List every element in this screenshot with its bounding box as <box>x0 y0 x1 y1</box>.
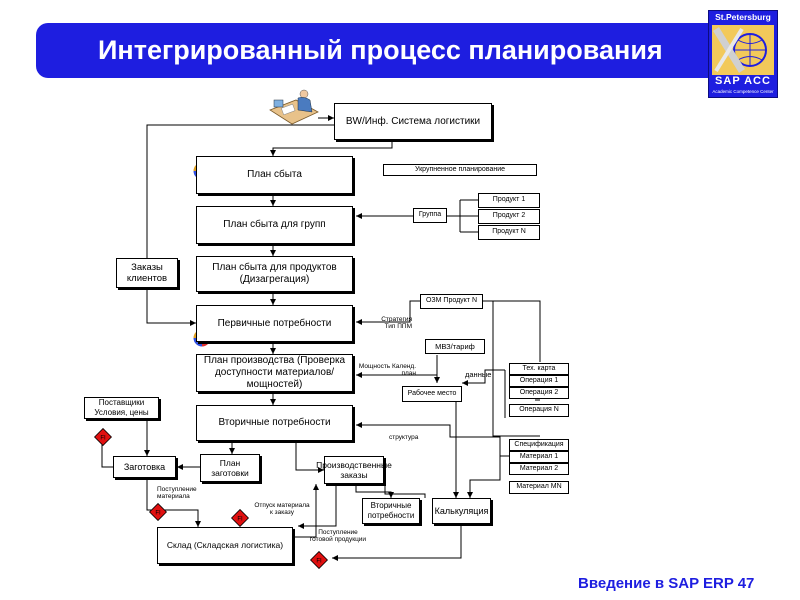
fi-badge: FI <box>149 503 167 521</box>
ozm-product-node: ОЗМ Продукт N <box>420 294 483 309</box>
sales-plan-products-node: План сбыта для продуктов (Дизагрегация) <box>196 256 353 292</box>
strategy-label: Стратегия Тип ППМ <box>381 316 412 331</box>
operation-1-node: Операция 1 <box>509 375 569 387</box>
warehouse-node: Склад (Складская логистика) <box>157 527 293 564</box>
material-receipt-label: Поступление материала <box>157 486 197 501</box>
operation-n-node: Операция N <box>509 404 569 417</box>
sap-acc-logo: St.Petersburg SAP ACC Academic Competenc… <box>708 10 778 98</box>
page-title: Интегрированный процесс планирования <box>98 35 663 65</box>
fi-badge: FI <box>310 551 328 569</box>
work-center-node: Рабочее место <box>402 386 462 402</box>
secondary-demands-small-node: Вторичные потребности <box>362 498 420 524</box>
production-plan-node: План производства (Проверка доступности … <box>196 354 353 392</box>
procurement-plan-node: План заготовки <box>200 454 260 482</box>
fi-badge-label: FI <box>155 511 161 517</box>
secondary-demands-node: Вторичные потребности <box>196 405 353 441</box>
fi-badge: FI <box>94 428 112 446</box>
group-node: Группа <box>413 208 447 223</box>
primary-demands-node: Первичные потребности <box>196 305 353 342</box>
title-bar <box>36 23 778 78</box>
production-orders-node: Производственные заказы <box>316 456 392 484</box>
product-1-node: Продукт 1 <box>478 193 540 208</box>
rough-planning-node: Укрупненное планирование <box>383 164 537 176</box>
data-label: данные <box>465 370 492 379</box>
customer-orders-node: Заказы клиентов <box>116 258 178 288</box>
bom-node: Спецификация <box>509 439 569 451</box>
material-2-node: Материал 2 <box>509 463 569 475</box>
suppliers-node: Поставщики Условия, цены <box>84 397 159 419</box>
product-2-node: Продукт 2 <box>478 209 540 224</box>
material-mn-node: Материал MN <box>509 481 569 494</box>
mvz-tariff-node: МВЗ/тариф <box>425 339 485 354</box>
fi-badge-label: FI <box>316 559 322 565</box>
material-issue-label: Отпуск материала к заказу <box>254 502 310 517</box>
fi-badge: FI <box>231 509 249 527</box>
capacity-label: Мощность Календ. план <box>358 363 416 378</box>
logo-city: St.Petersburg <box>715 12 771 22</box>
footer-caption: Введение в SAP ERP 47 <box>578 575 755 592</box>
fi-badge-label: FI <box>237 517 243 523</box>
product-n-node: Продукт N <box>478 225 540 240</box>
sales-plan-groups-node: План сбыта для групп <box>196 206 353 244</box>
planner-at-desk-icon <box>269 89 319 125</box>
routing-node: Тех. карта <box>509 363 569 375</box>
product-receipt-label: Поступление готовой продукции <box>309 529 367 544</box>
logo-subtitle: Academic Competence Center <box>712 89 774 94</box>
logo-globe-icon <box>713 27 767 73</box>
costing-node: Калькуляция <box>432 498 491 524</box>
material-1-node: Материал 1 <box>509 451 569 463</box>
logo-emblem <box>712 25 774 75</box>
operation-2-node: Операция 2 <box>509 387 569 399</box>
procurement-node: Заготовка <box>113 456 176 478</box>
sales-plan-node: План сбыта <box>196 156 353 194</box>
bw-system-node: BW/Инф. Система логистики <box>334 103 492 140</box>
logo-brand: SAP ACC <box>715 75 771 87</box>
fi-badge-label: FI <box>100 436 106 442</box>
structure-label: структура <box>389 434 419 441</box>
